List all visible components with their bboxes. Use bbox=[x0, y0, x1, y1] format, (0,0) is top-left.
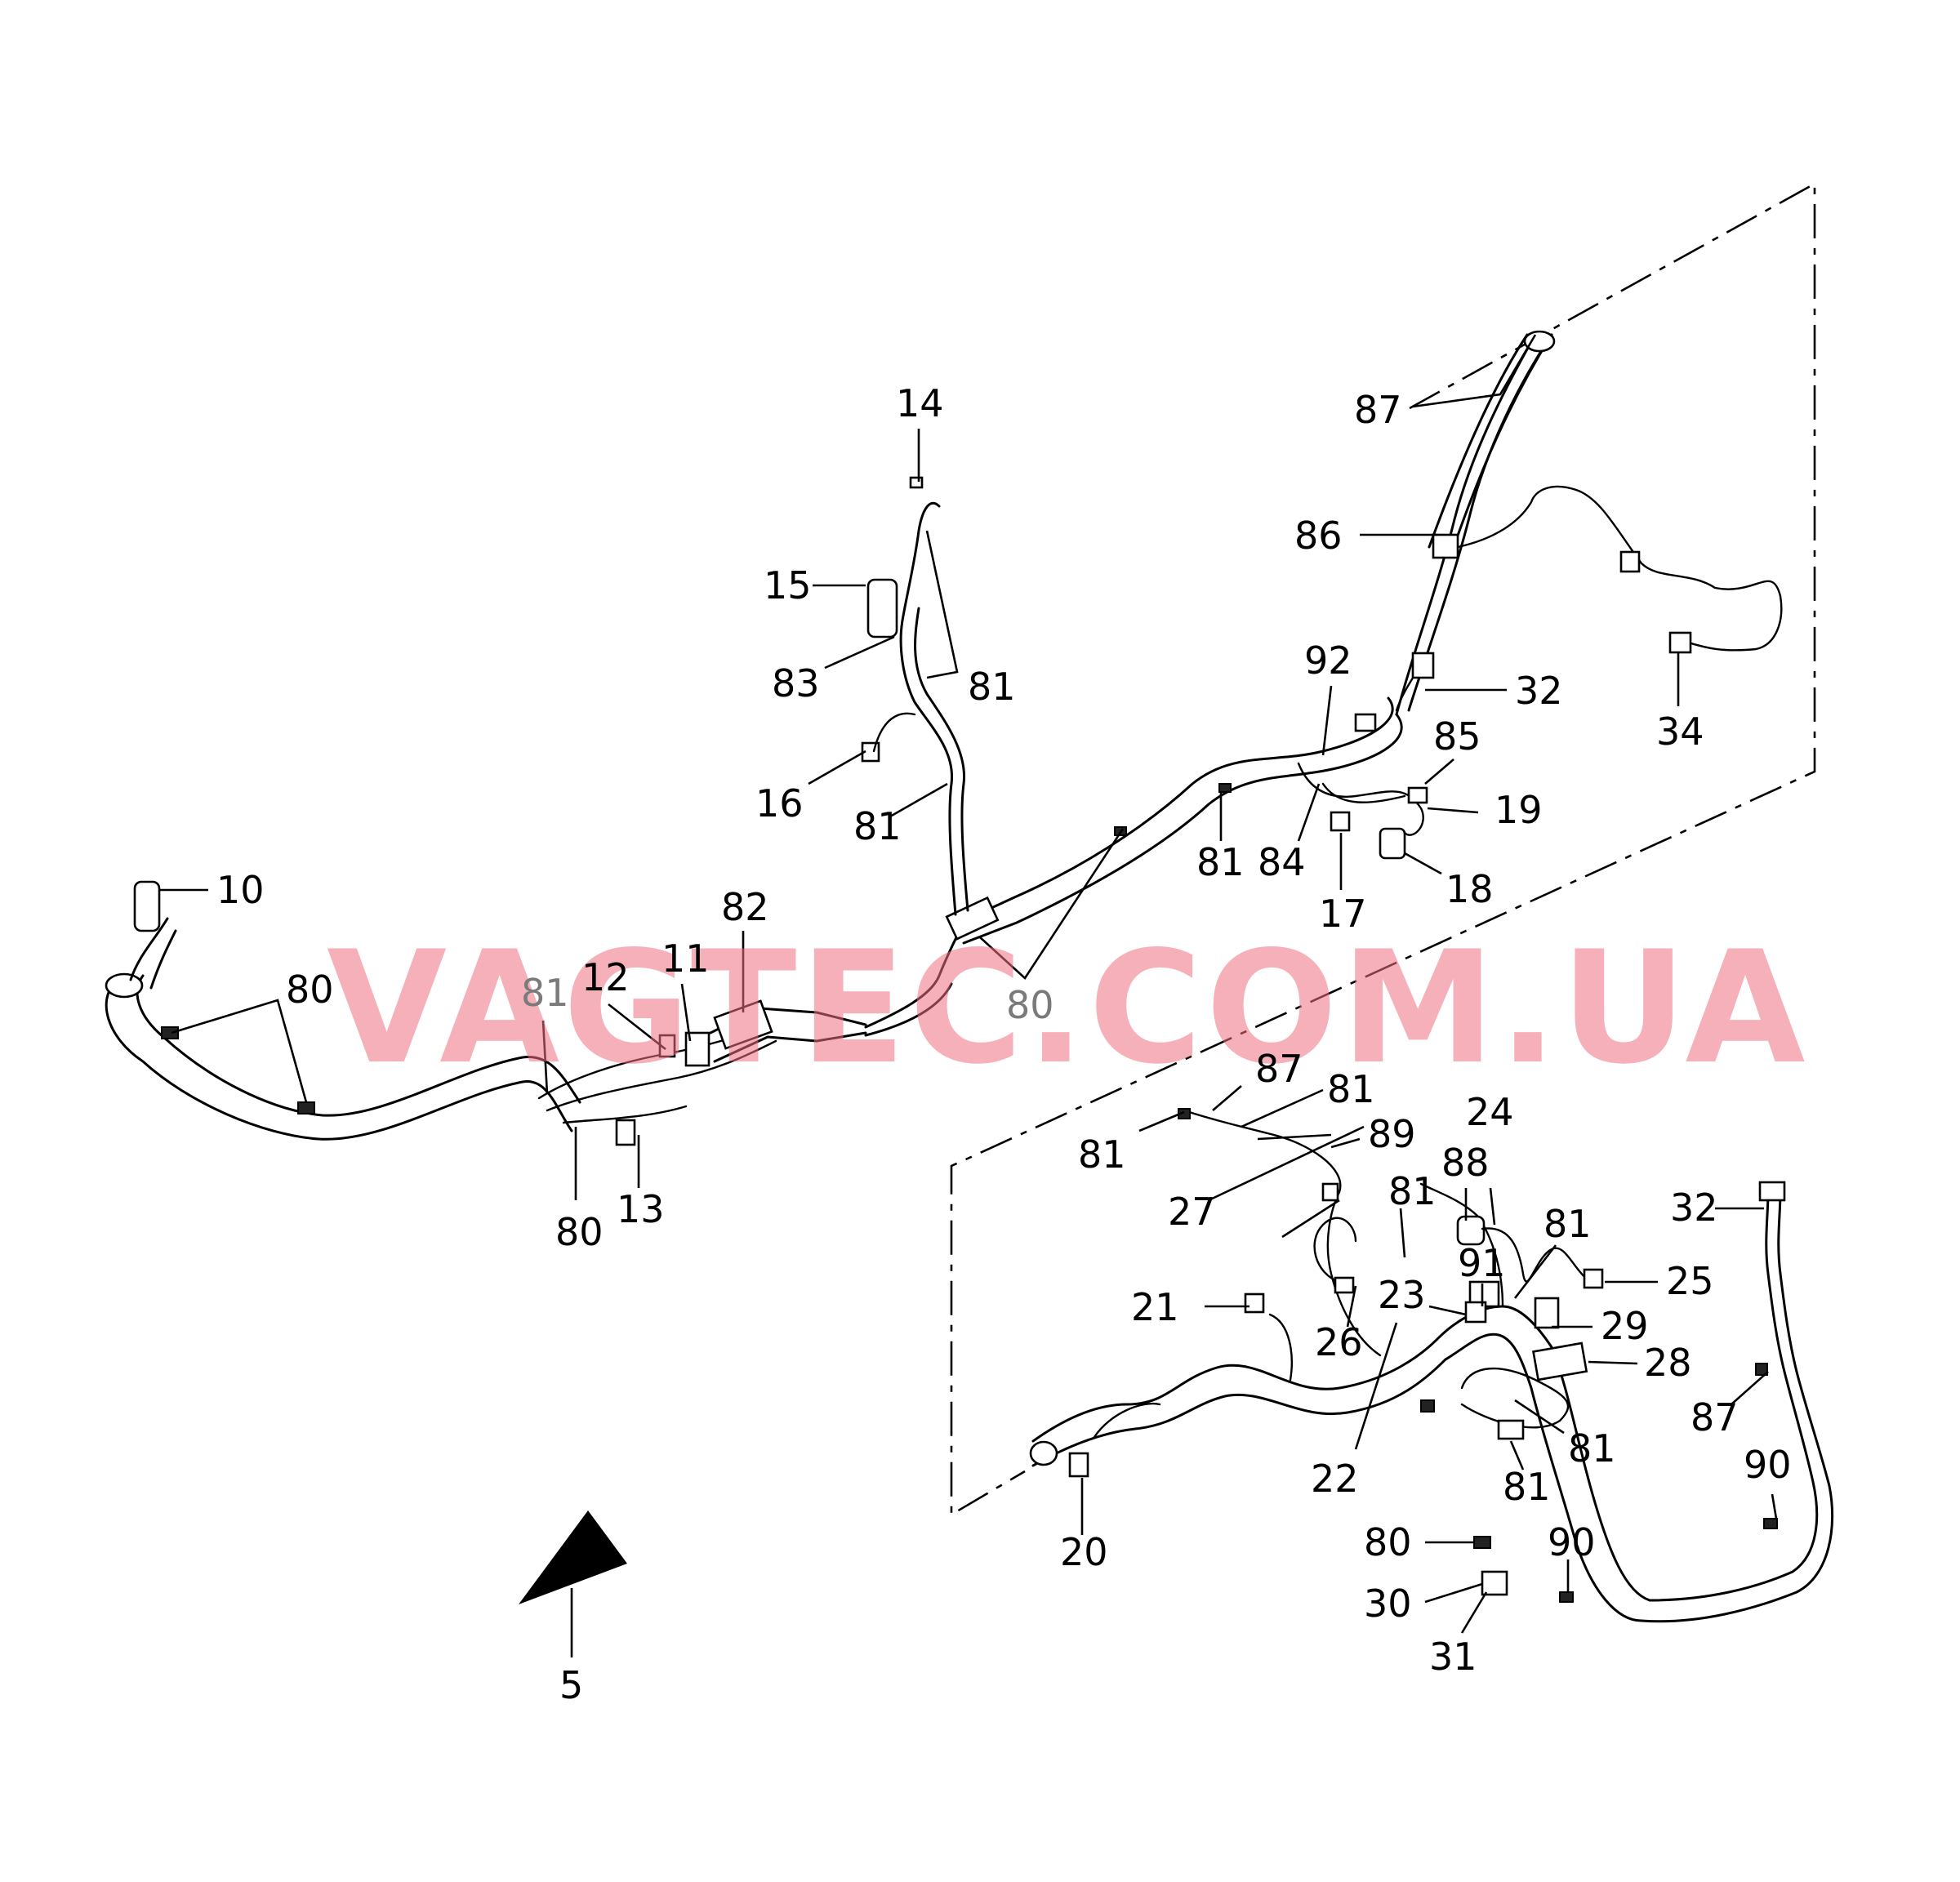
callout-30: 30 bbox=[1364, 1582, 1412, 1626]
callout-28: 28 bbox=[1644, 1341, 1692, 1385]
connector-92 bbox=[1354, 713, 1377, 732]
callout-81: 81 bbox=[968, 665, 1016, 709]
callout-15: 15 bbox=[764, 563, 812, 607]
connector-17 bbox=[1330, 811, 1351, 832]
callout-31: 31 bbox=[1429, 1635, 1477, 1679]
callout-23: 23 bbox=[1378, 1273, 1426, 1317]
callout-81: 81 bbox=[1544, 1202, 1592, 1246]
callout-17: 17 bbox=[1319, 892, 1367, 936]
connector-18 bbox=[1379, 827, 1406, 860]
connector-82 bbox=[713, 999, 773, 1050]
callout-16: 16 bbox=[755, 781, 804, 825]
connector-81-j bbox=[1497, 1419, 1525, 1440]
connector-19 bbox=[1407, 786, 1428, 804]
boundary-lines bbox=[950, 181, 1816, 1517]
connector-34 bbox=[1668, 631, 1692, 654]
harness-left bbox=[105, 880, 965, 1146]
clip-89 bbox=[1321, 1182, 1339, 1202]
clip-80-b bbox=[297, 1101, 315, 1115]
callout-82: 82 bbox=[721, 885, 769, 929]
callout-18: 18 bbox=[1446, 867, 1494, 911]
callout-85: 85 bbox=[1433, 714, 1481, 759]
callout-81: 81 bbox=[853, 804, 902, 848]
callout-90: 90 bbox=[1548, 1520, 1596, 1564]
connector-32-b bbox=[1758, 1181, 1786, 1202]
connector-20 bbox=[1068, 1452, 1089, 1478]
connector-25 bbox=[1583, 1268, 1604, 1289]
connector-15 bbox=[866, 578, 898, 638]
callout-21: 21 bbox=[1131, 1285, 1179, 1329]
connector-26 bbox=[1334, 1276, 1355, 1294]
connector-29 bbox=[1534, 1297, 1560, 1329]
clip-80-a bbox=[161, 1026, 179, 1039]
callout-19: 19 bbox=[1494, 788, 1543, 832]
callout-80: 80 bbox=[555, 1210, 604, 1254]
connector-14 bbox=[909, 476, 924, 489]
connector-21 bbox=[1244, 1292, 1265, 1314]
callout-32: 32 bbox=[1515, 669, 1563, 713]
callout-91: 91 bbox=[1458, 1241, 1506, 1285]
clamp-86 bbox=[1432, 533, 1459, 559]
callout-88: 88 bbox=[1441, 1141, 1490, 1185]
callout-12: 12 bbox=[581, 955, 630, 999]
callout-32: 32 bbox=[1670, 1186, 1718, 1230]
clip-87-c bbox=[1755, 1363, 1768, 1376]
callout-84: 84 bbox=[1258, 840, 1306, 884]
clip-80-d bbox=[1473, 1536, 1491, 1549]
callout-13: 13 bbox=[617, 1187, 665, 1231]
callout-87: 87 bbox=[1354, 388, 1402, 432]
callout-87: 87 bbox=[1255, 1047, 1303, 1091]
connector-32-a bbox=[1411, 652, 1435, 679]
callout-81: 81 bbox=[1503, 1465, 1551, 1509]
callout-81: 81 bbox=[521, 971, 569, 1015]
watermark: VAGTEC.COM.UA bbox=[327, 918, 1809, 1098]
connector-88 bbox=[1456, 1215, 1486, 1246]
callout-24: 24 bbox=[1466, 1090, 1514, 1134]
callout-14: 14 bbox=[896, 381, 944, 425]
callout-26: 26 bbox=[1315, 1320, 1363, 1364]
callout-83: 83 bbox=[772, 661, 820, 705]
direction-arrow bbox=[519, 1510, 627, 1657]
callout-81: 81 bbox=[1388, 1169, 1437, 1213]
connector-10 bbox=[133, 880, 161, 932]
callout-20: 20 bbox=[1060, 1530, 1108, 1574]
callout-81: 81 bbox=[1327, 1067, 1375, 1111]
clip-81-k bbox=[1420, 1399, 1435, 1413]
callout-90: 90 bbox=[1744, 1443, 1792, 1487]
harness-lower bbox=[1029, 1108, 1834, 1623]
callout-80: 80 bbox=[1006, 983, 1054, 1027]
callout-labels: 10 80 81 12 11 82 80 13 14 15 83 81 16 8… bbox=[216, 381, 1792, 1707]
callout-92: 92 bbox=[1304, 638, 1352, 683]
callout-81: 81 bbox=[1196, 840, 1245, 884]
callout-86: 86 bbox=[1294, 514, 1343, 558]
callout-29: 29 bbox=[1601, 1304, 1649, 1348]
clip-90-a bbox=[1763, 1518, 1778, 1529]
callout-27: 27 bbox=[1168, 1190, 1216, 1234]
callout-11: 11 bbox=[662, 937, 710, 981]
clip-81-d bbox=[1218, 783, 1232, 793]
leader-lines bbox=[159, 334, 1778, 1634]
callout-80: 80 bbox=[1364, 1520, 1412, 1564]
connector-13 bbox=[615, 1119, 636, 1146]
connector-31 bbox=[1481, 1570, 1508, 1596]
connector-28 bbox=[1531, 1341, 1588, 1381]
callout-10: 10 bbox=[216, 868, 265, 912]
callout-81: 81 bbox=[1568, 1426, 1616, 1470]
callout-81: 81 bbox=[1078, 1132, 1126, 1177]
callout-80: 80 bbox=[286, 968, 334, 1012]
connector-34-a bbox=[1619, 550, 1641, 573]
callout-5: 5 bbox=[559, 1663, 583, 1707]
harness-center bbox=[861, 330, 1783, 945]
callout-89: 89 bbox=[1368, 1112, 1416, 1156]
callout-25: 25 bbox=[1666, 1259, 1714, 1303]
callout-34: 34 bbox=[1656, 710, 1704, 754]
callout-22: 22 bbox=[1311, 1457, 1359, 1501]
clip-90-b bbox=[1559, 1591, 1574, 1603]
callout-87: 87 bbox=[1690, 1395, 1739, 1439]
